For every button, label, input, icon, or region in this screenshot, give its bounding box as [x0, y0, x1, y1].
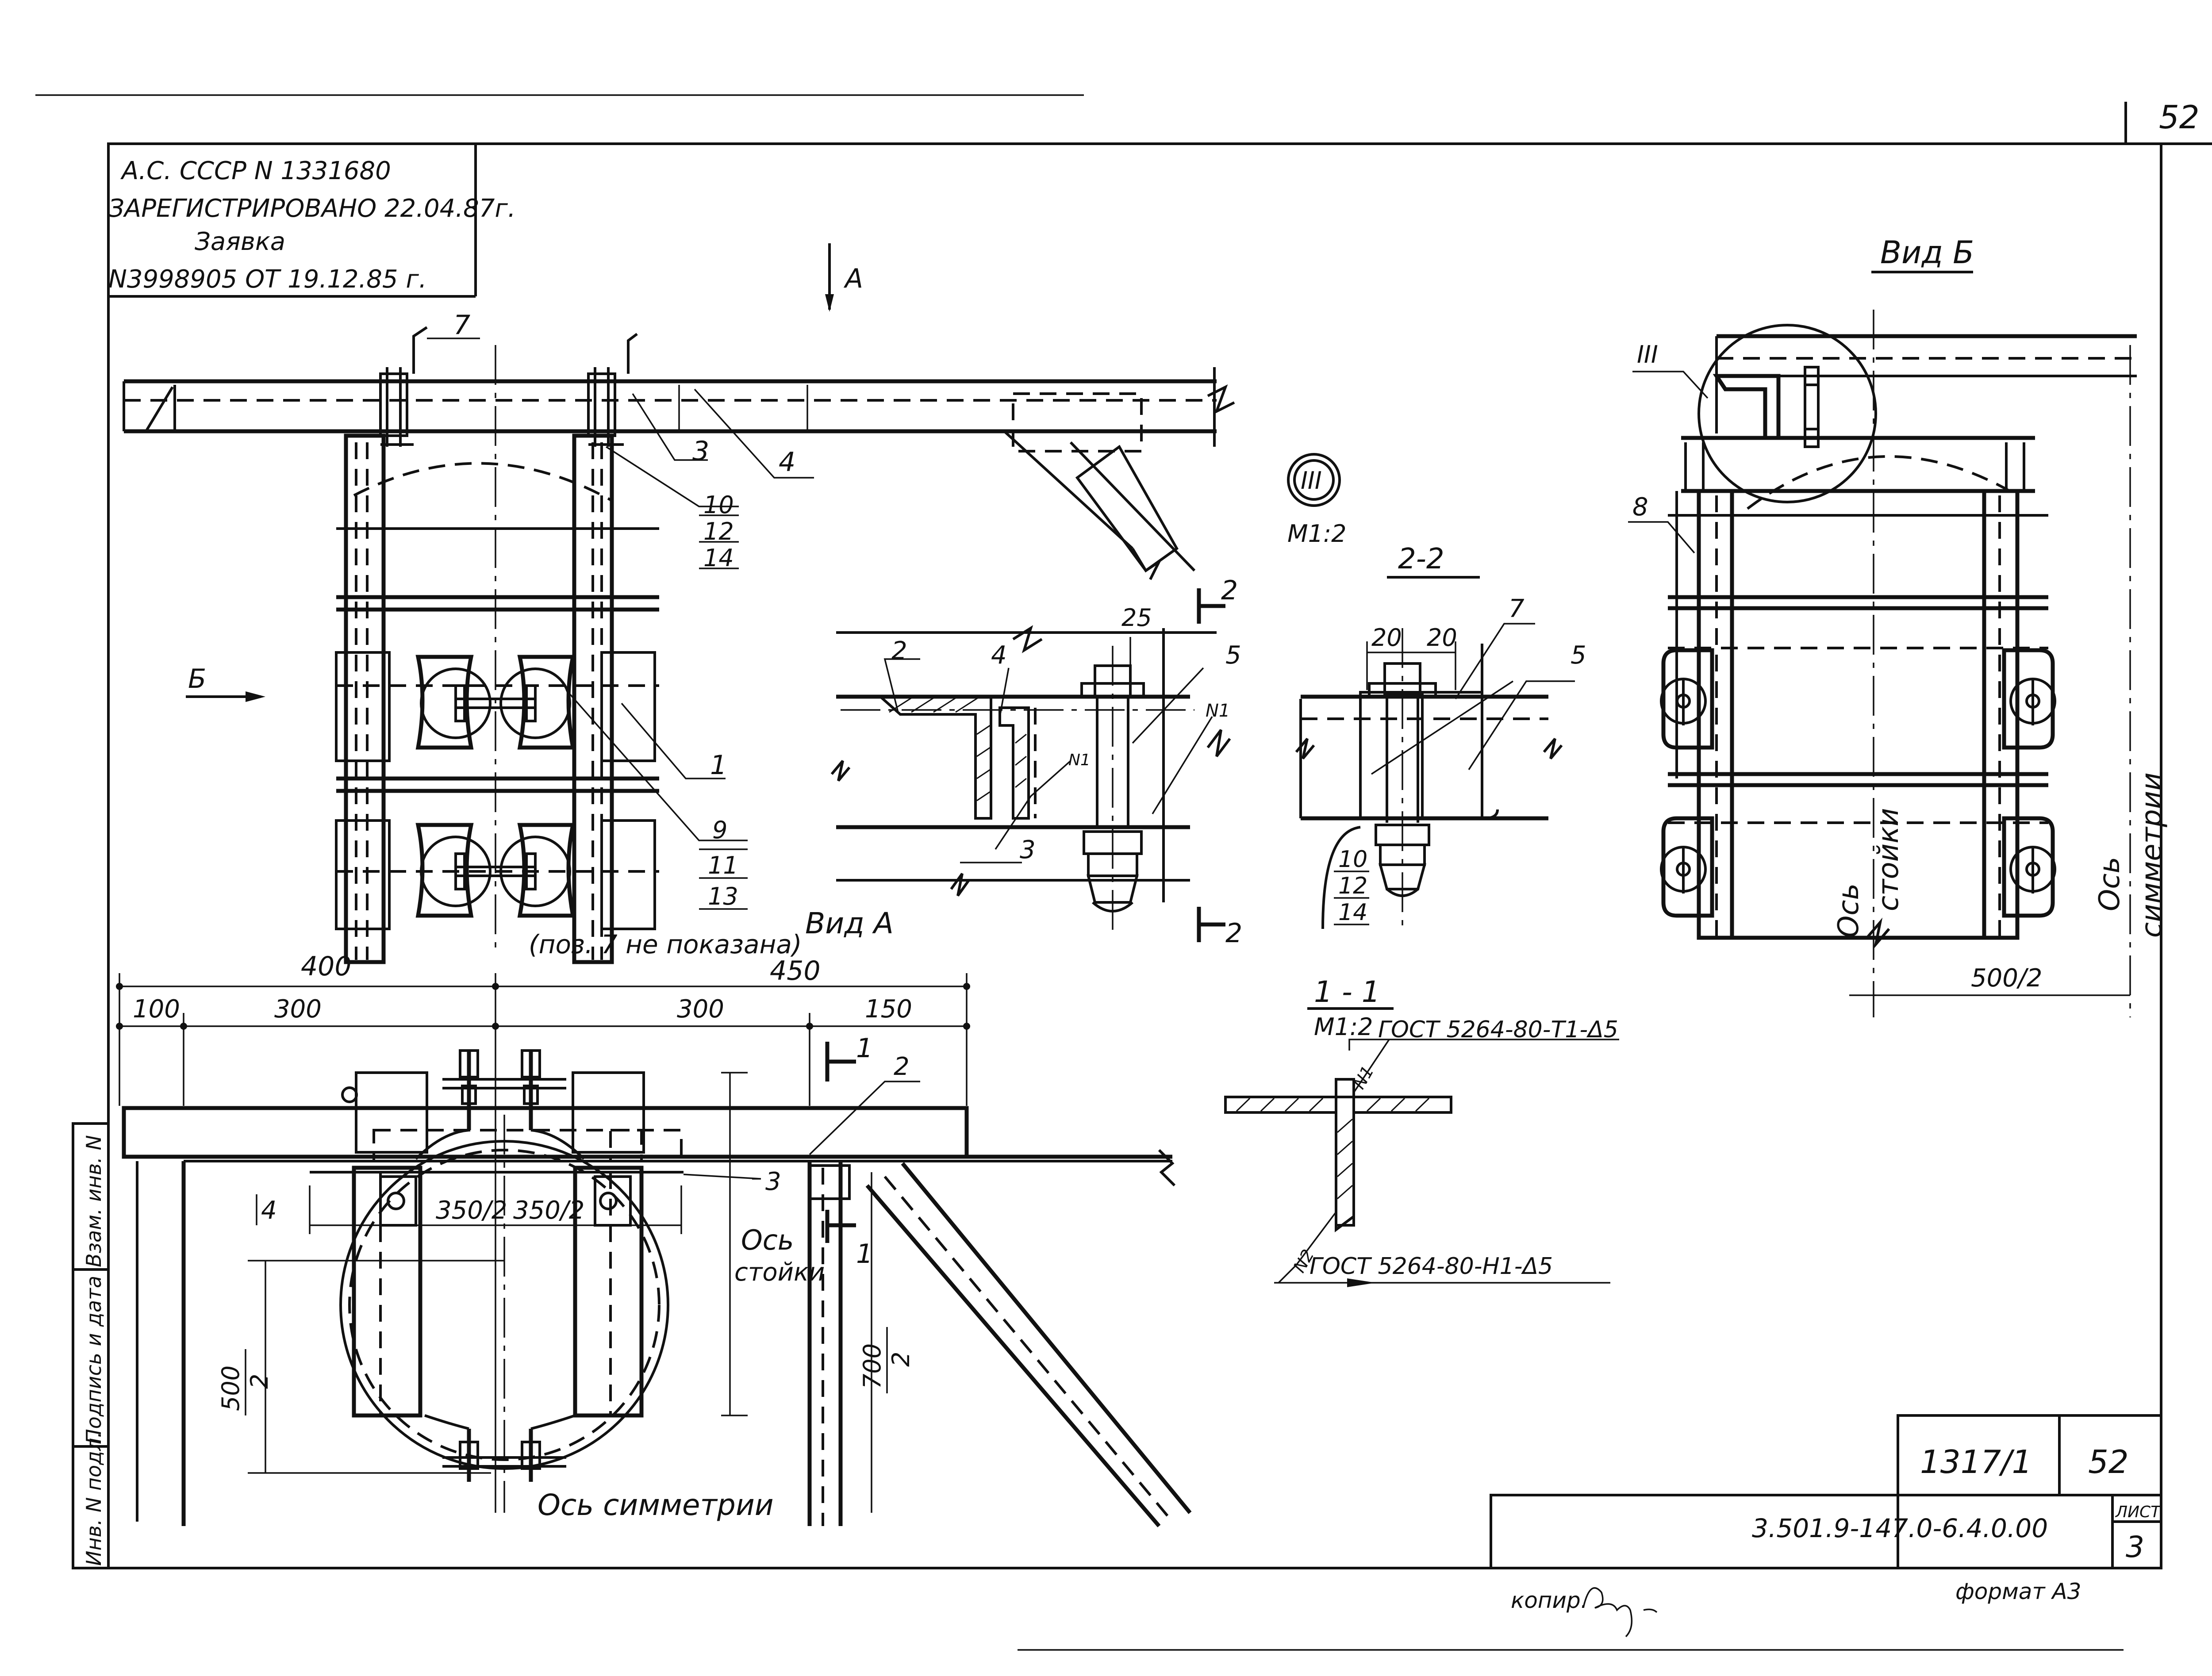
plan-dim-100: 100 [133, 995, 180, 1024]
section-22-dim-1: 20 [1371, 624, 1402, 652]
plan-view [116, 973, 1192, 1527]
copied-label: копир. [1511, 1588, 1588, 1613]
strip-podpis: Подпись и дата [82, 1276, 106, 1444]
detail-iii-scale: М1:2 [1287, 520, 1347, 548]
stack10-a: 10 [703, 491, 734, 519]
callout-4-top: 4 [779, 447, 795, 478]
strip-inv-podl: Инв. N подл. [82, 1431, 106, 1566]
stack9-b: 11 [708, 851, 738, 879]
patent-box [108, 144, 477, 298]
patent-line-3: Заявка [195, 227, 285, 256]
view-b-dim: 500/2 [1971, 964, 2042, 993]
patent-line-1: А.С. СССР N 1331680 [120, 157, 391, 185]
stack9-c: 13 [708, 882, 738, 910]
plan-dim-150: 150 [865, 995, 912, 1024]
arrow-a-label: А [843, 263, 863, 294]
format-label: формат А3 [1955, 1579, 2081, 1604]
view-b [1628, 271, 2137, 1017]
view-a-callout-4: 4 [991, 641, 1007, 670]
view-a-weld2: N1 [1068, 751, 1091, 769]
left-strip [72, 1122, 110, 1569]
plan-axis-sym: Ось симметрии [538, 1488, 774, 1522]
strip-vzam: Взам. инв. N [82, 1135, 106, 1267]
plan-callout-3: 3 [765, 1167, 781, 1196]
section-11-weld-top: ГОСТ 5264-80-Т1-Δ5 [1378, 1016, 1618, 1043]
section-22-title: 2-2 [1398, 543, 1444, 575]
plan-section-1-bottom: 1 [856, 1239, 873, 1269]
view-a-callout-2: 2 [891, 637, 907, 665]
section-11-scale: М1:2 [1314, 1013, 1373, 1041]
view-a-dim-25: 25 [1121, 604, 1152, 632]
stamp-sheet-no: 3 [2126, 1530, 2144, 1564]
stamp-sheet-label: ЛИСТ [2115, 1503, 2162, 1521]
plan-dim-700-num: 700 [858, 1343, 886, 1389]
section-22-stack-c: 14 [1338, 899, 1367, 926]
stamp-inventory: 1317/1 [1920, 1443, 2032, 1480]
plan-dim-500-den: 2 [246, 1374, 273, 1389]
callout-1-top: 1 [710, 750, 727, 781]
callout-7-top: 7 [453, 310, 470, 341]
plan-dim-700-den: 2 [887, 1352, 915, 1367]
arrow-b-label: Б [188, 663, 206, 694]
plan-axis-post-1: Ось [741, 1224, 794, 1256]
plan-callout-2: 2 [894, 1052, 910, 1081]
view-b-axis-sym-2: симметрии [2135, 772, 2168, 938]
plan-dim-300a: 300 [274, 995, 322, 1024]
note-pos7: (поз. 7 не показана) [529, 929, 802, 959]
plan-dim-350b: 350/2 [513, 1196, 584, 1225]
view-a-title: Вид А [805, 906, 894, 940]
section-22-dim-2: 20 [1427, 624, 1457, 652]
callout-3-top: 3 [692, 436, 709, 467]
section-22-callout-7: 7 [1509, 594, 1525, 623]
stack10-b: 12 [703, 518, 734, 545]
plan-dim-350a: 350/2 [436, 1196, 507, 1225]
section-11-weld-bottom: ГОСТ 5264-80-Н1-Δ5 [1310, 1253, 1553, 1280]
plan-axis-post-2: стойки [734, 1258, 825, 1287]
plan-callout-4: 4 [261, 1196, 277, 1225]
view-b-callout-8: 8 [1632, 493, 1648, 522]
plan-dim-500-num: 500 [217, 1365, 245, 1411]
section-2-top: 2 [1221, 575, 1238, 606]
view-b-axis-sym-1: Ось [2093, 857, 2126, 911]
page-number-top: 52 [2159, 99, 2200, 136]
stack10-c: 14 [703, 544, 734, 572]
patent-line-2: ЗАРЕГИСТРИРОВАНО 22.04.87г. [108, 194, 516, 223]
stamp-page: 52 [2088, 1443, 2129, 1480]
sheet-frame [35, 94, 2212, 1651]
section-1-1 [1224, 1007, 1619, 1287]
view-top [123, 243, 1235, 964]
plan-dim-300b: 300 [677, 995, 724, 1024]
detail-iii-marker [1287, 453, 1341, 507]
title-stamp [1490, 1414, 2161, 1568]
view-b-title: Вид Б [1880, 234, 1974, 271]
section-22-stack-a: 10 [1338, 846, 1367, 873]
section-11-title: 1 - 1 [1314, 975, 1380, 1009]
view-b-axis-post-2: стойки [1872, 808, 1905, 911]
copier-signature [1583, 1587, 1658, 1638]
stamp-designation: 3.501.9-147.0-6.4.0.00 [1752, 1513, 2048, 1543]
section-2-bottom: 2 [1225, 918, 1242, 949]
view-b-axis-post-1: Ось [1832, 883, 1865, 938]
view-a-weld1: N1 [1206, 701, 1230, 721]
detail-iii-roman: III [1301, 467, 1322, 495]
section-22-stack-b: 12 [1338, 873, 1367, 899]
plan-dim-400: 400 [301, 951, 352, 982]
view-a-callout-5: 5 [1225, 641, 1241, 670]
view-a [830, 588, 1231, 942]
plan-dim-450: 450 [770, 955, 821, 986]
view-b-roman: III [1637, 341, 1658, 368]
patent-line-4: N3998905 ОТ 19.12.85 г. [108, 265, 427, 294]
plan-section-1-top: 1 [856, 1033, 873, 1064]
section-2-2 [1295, 576, 1575, 933]
view-a-callout-3: 3 [1020, 836, 1036, 864]
section-22-callout-5: 5 [1571, 641, 1586, 670]
stack9-a: 9 [712, 816, 727, 844]
